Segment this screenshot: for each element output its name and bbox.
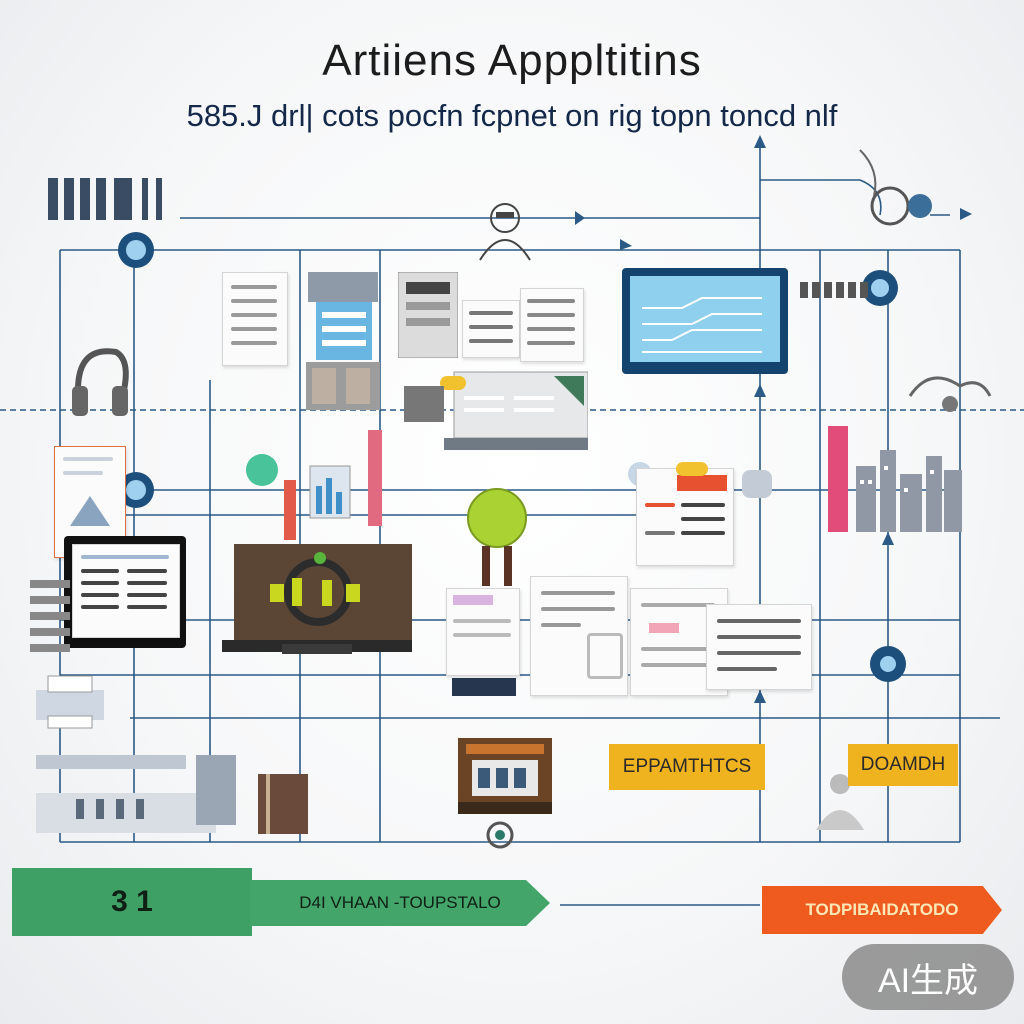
laptop-icon bbox=[404, 366, 589, 452]
city-icon bbox=[826, 420, 966, 538]
laptop-icon bbox=[222, 544, 412, 660]
server-icon bbox=[306, 272, 380, 412]
server-icon bbox=[397, 271, 459, 359]
factory-graphic bbox=[36, 735, 236, 835]
green-badge: 3 1 bbox=[12, 868, 252, 936]
monitor-icon bbox=[64, 536, 186, 648]
green-badge-text: 3 1 bbox=[111, 885, 153, 918]
header-block bbox=[48, 178, 168, 224]
orange-arrow-tag: TODPIBAIDATODO bbox=[762, 886, 1002, 934]
ai-generated-watermark: AI生成 bbox=[842, 944, 1014, 1010]
diagram-subtitle: 585.J drl| cots pocfn fcpnet on rig topn… bbox=[186, 98, 838, 133]
document-icon bbox=[520, 288, 584, 362]
document-icon bbox=[706, 604, 812, 690]
headset-icon bbox=[70, 340, 132, 430]
report-document-icon bbox=[636, 468, 734, 566]
network-hub-icon bbox=[470, 200, 540, 264]
printer-icon bbox=[30, 672, 110, 732]
gear-icon bbox=[850, 140, 960, 230]
document-icon bbox=[462, 300, 520, 358]
gear-icon bbox=[900, 366, 1000, 416]
document-icon bbox=[530, 576, 628, 696]
label-graphic bbox=[800, 282, 870, 300]
server-icon bbox=[458, 738, 552, 814]
monitor-icon bbox=[622, 268, 788, 374]
book-icon bbox=[258, 768, 314, 838]
cart-icon bbox=[480, 815, 520, 855]
node-icon bbox=[118, 232, 906, 682]
lightbulb-icon bbox=[466, 488, 528, 588]
person-icon bbox=[810, 770, 870, 834]
document-icon bbox=[446, 588, 520, 676]
storage-icon bbox=[742, 470, 772, 498]
status-pill bbox=[676, 462, 708, 476]
dom-tag: DOAMDH bbox=[848, 744, 958, 786]
diagram-title: Artiiens Apppltitins bbox=[322, 36, 702, 85]
stairs-graphic bbox=[30, 580, 70, 670]
epp-tag: EPPAMTHTCS bbox=[609, 744, 765, 790]
document-icon bbox=[222, 272, 288, 366]
stand-base bbox=[452, 678, 516, 696]
chart-graphic bbox=[240, 430, 390, 540]
green-arrow-tag: D4I VHAAN -TOUPSTALO bbox=[250, 880, 550, 926]
